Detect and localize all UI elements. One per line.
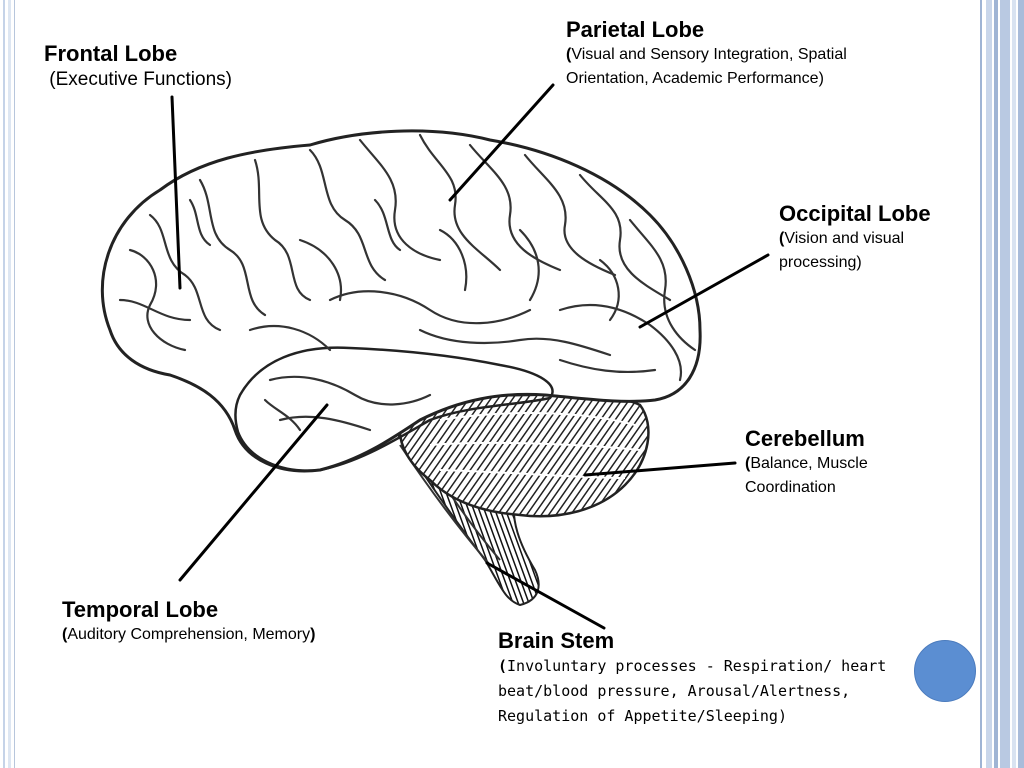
frame-stripe (980, 0, 982, 768)
frontal-pointer-line (170, 95, 182, 290)
brain-stem-desc: Involuntary processes - Respiration/ hea… (498, 657, 887, 725)
brainstem-pointer-line (485, 561, 606, 630)
parietal-close-paren: ) (818, 70, 824, 87)
parietal-lobe-description: (Visual and Sensory Integration, Spatial… (566, 43, 866, 91)
temporal-lobe-label: Temporal Lobe (Auditory Comprehension, M… (62, 597, 322, 647)
frame-stripe (8, 0, 11, 768)
parietal-pointer-line (448, 83, 555, 202)
frame-stripe (994, 0, 998, 768)
frontal-open-paren: ( (49, 69, 56, 90)
frame-stripe (986, 0, 992, 768)
parietal-lobe-desc: Visual and Sensory Integration, Spatial … (566, 46, 847, 87)
parietal-lobe-title: Parietal Lobe (566, 17, 705, 42)
cerebellum-label: Cerebellum (Balance, Muscle Coordination (745, 426, 935, 500)
frame-stripe (1012, 0, 1016, 768)
occipital-pointer-line (638, 253, 770, 329)
occipital-lobe-label: Occipital Lobe (Vision and visual proces… (779, 201, 969, 275)
slide-frame-right (980, 0, 1024, 768)
brain-stem-title: Brain Stem (498, 628, 615, 653)
pointer-lines (170, 83, 770, 630)
occipital-lobe-desc: Vision and visual processing (779, 230, 905, 271)
brainstem-open-paren: ( (498, 657, 508, 675)
cerebellum-desc: Balance, Muscle Coordination (745, 455, 868, 496)
cerebellum-open-paren: ( (745, 455, 751, 472)
temporal-lobe-title: Temporal Lobe (62, 597, 219, 622)
temporal-open-paren: ( (62, 626, 68, 643)
brain-folds (118, 133, 697, 432)
temporal-lobe-desc: Auditory Comprehension, Memory (67, 626, 311, 643)
frontal-lobe-desc: Executive Functions (55, 69, 226, 90)
slide-frame-left (0, 0, 15, 768)
occipital-lobe-title: Occipital Lobe (779, 201, 931, 226)
cerebellum-pointer-line (583, 461, 737, 477)
temporal-lobe-description: (Auditory Comprehension, Memory) (62, 623, 322, 647)
brain-stem-description: (Involuntary processes - Respiration/ he… (498, 654, 918, 729)
brainstem-close-paren: ) (777, 707, 787, 725)
parietal-lobe-label: Parietal Lobe (Visual and Sensory Integr… (566, 17, 866, 91)
frontal-lobe-label: Frontal Lobe (Executive Functions) (44, 41, 232, 93)
frontal-lobe-description: (Executive Functions) (44, 67, 232, 93)
temporal-close-paren: ) (310, 626, 316, 643)
brain-stem-label: Brain Stem (Involuntary processes - Resp… (498, 628, 918, 729)
parietal-open-paren: ( (566, 46, 572, 63)
frame-stripe (1018, 0, 1024, 768)
cerebellum-title: Cerebellum (745, 426, 865, 451)
frontal-close-paren: ) (225, 69, 232, 90)
cerebellum-description: (Balance, Muscle Coordination (745, 452, 935, 500)
occipital-close-paren: ) (856, 254, 862, 271)
temporal-pointer-line (178, 403, 329, 582)
frame-stripe (3, 0, 5, 768)
decorative-circle (914, 640, 976, 702)
temporal-lobe-shape (234, 346, 554, 472)
occipital-lobe-description: (Vision and visual processing) (779, 227, 969, 275)
frame-stripe (1000, 0, 1010, 768)
occipital-open-paren: ( (779, 230, 785, 247)
frontal-lobe-title: Frontal Lobe (44, 41, 178, 66)
